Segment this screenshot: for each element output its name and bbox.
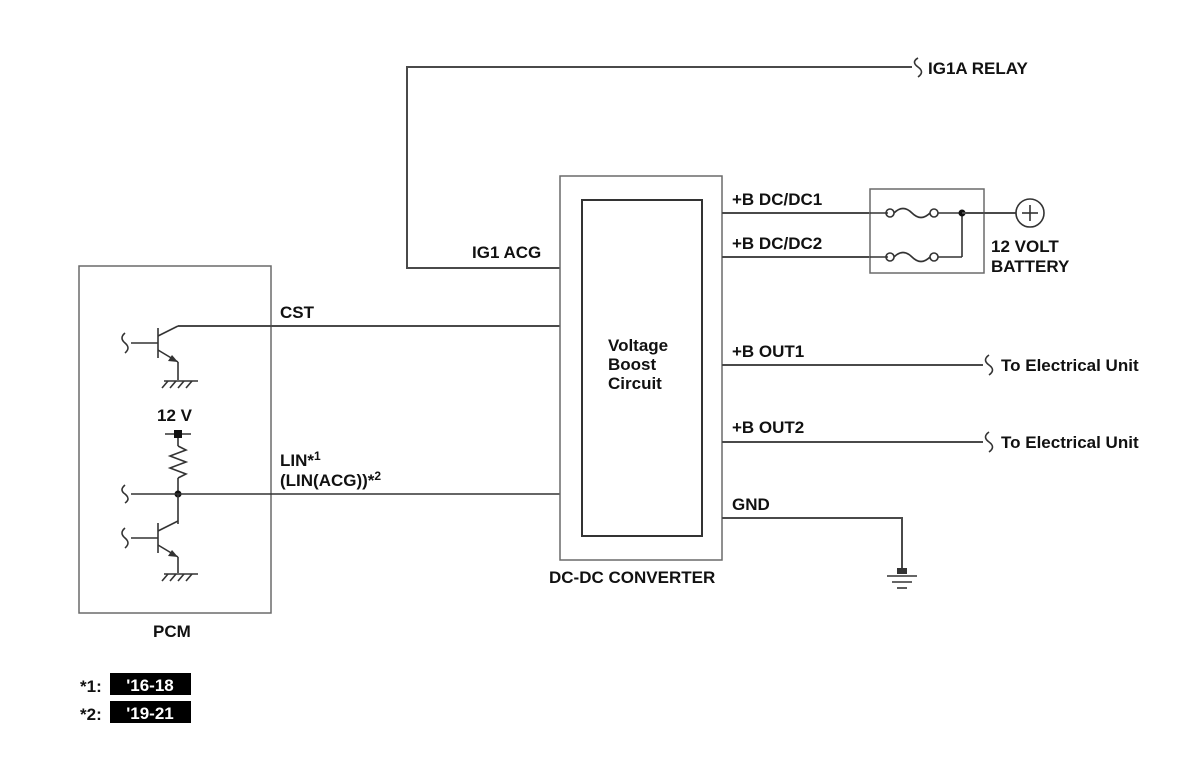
footnote-2-mark: *2: xyxy=(80,705,102,724)
voltage-boost-line1: Voltage xyxy=(608,336,668,355)
footnote-1-badge xyxy=(110,673,191,695)
to-electrical-unit-1: To Electrical Unit xyxy=(1001,356,1139,375)
fuse-icon xyxy=(893,207,931,219)
gnd-wire xyxy=(722,517,903,570)
connector-break-icon xyxy=(984,354,994,376)
voltage-boost-line3: Circuit xyxy=(608,374,662,393)
battery-label-line1: 12 VOLT xyxy=(991,237,1059,256)
connector-break-icon xyxy=(913,57,923,78)
fuse-box xyxy=(869,188,985,274)
dcdc-converter-box xyxy=(559,175,723,561)
ig1a-relay-wire xyxy=(406,57,923,269)
b-dcdc2-label: +B DC/DC2 xyxy=(732,234,822,253)
resistor-icon xyxy=(167,445,189,479)
supply-node xyxy=(174,430,182,438)
to-electrical-unit-2: To Electrical Unit xyxy=(1001,433,1139,452)
connector-break-icon xyxy=(984,431,994,453)
lin-acg-label: (LIN(ACG))*2 xyxy=(280,469,381,490)
gnd-label: GND xyxy=(732,495,770,514)
footnote-2-badge xyxy=(110,701,191,723)
voltage-boost-line2: Boost xyxy=(608,355,657,374)
pcm-box xyxy=(78,265,272,614)
npn-transistor-icon xyxy=(121,520,179,573)
fuse-icon xyxy=(893,251,931,263)
dcdc-converter-label: DC-DC CONVERTER xyxy=(549,568,715,587)
ground-icon xyxy=(161,573,198,582)
footnote-1-mark: *1: xyxy=(80,677,102,696)
ig1a-relay-label: IG1A RELAY xyxy=(928,59,1028,78)
npn-transistor-icon xyxy=(121,325,179,380)
battery-plus-icon xyxy=(1015,198,1045,228)
ground-icon xyxy=(161,380,198,389)
b-out1-label: +B OUT1 xyxy=(732,342,804,361)
b-out2-label: +B OUT2 xyxy=(732,418,804,437)
lin-label: LIN*1 xyxy=(280,449,321,470)
b-dcdc1-label: +B DC/DC1 xyxy=(732,190,822,209)
footnote-1-badge-text: '16-18 xyxy=(126,676,174,695)
ground-icon xyxy=(887,568,917,589)
cst-label: CST xyxy=(280,303,315,322)
twelve-volt-label: 12 V xyxy=(157,406,193,425)
pcm-label: PCM xyxy=(153,622,191,641)
footnote-2-badge-text: '19-21 xyxy=(126,704,174,723)
voltage-boost-circuit-box xyxy=(581,199,703,537)
ig1-acg-label: IG1 ACG xyxy=(472,243,541,262)
battery-label-line2: BATTERY xyxy=(991,257,1070,276)
